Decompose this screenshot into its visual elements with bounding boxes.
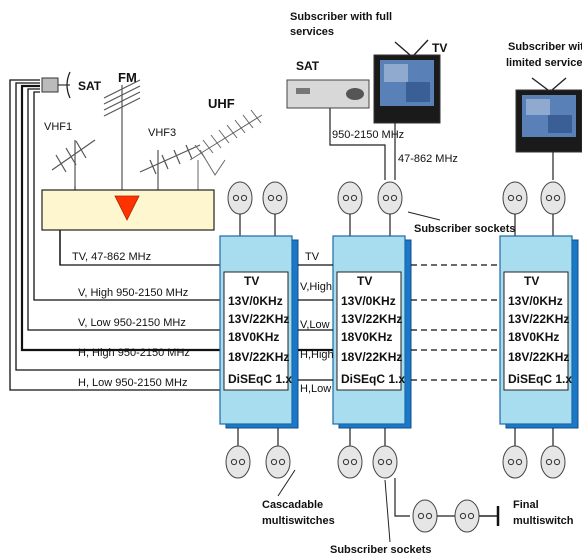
feed-label-vhigh: V, High 950-2150 MHz xyxy=(78,287,188,299)
switch-2-line-2: 13V/22KHz xyxy=(341,312,402,326)
cascadable-label-2: multiswitches xyxy=(262,515,335,527)
uhf-antenna-icon xyxy=(189,109,263,190)
switch-1-line-2: 13V/22KHz xyxy=(228,312,289,326)
uhf-label: UHF xyxy=(208,96,235,111)
sat-receiver-icon xyxy=(286,79,370,109)
tv-top-label: TV xyxy=(432,41,447,55)
socket-chain-1 xyxy=(412,499,438,533)
multiswitch-2: TV 13V/0KHz 13V/22KHz 18V0KHz 18V/22KHzDiSEq… xyxy=(332,235,412,429)
tv-limited-icon xyxy=(515,77,582,153)
fm-antenna-icon xyxy=(103,79,141,190)
pointer-cascadable xyxy=(277,469,296,497)
socket-top-1-2 xyxy=(262,181,288,215)
feed-label-hlow: H, Low 950-2150 MHz xyxy=(78,377,187,389)
final-label-2: multiswitch xyxy=(513,515,574,527)
switch-2-line-3: 18V0KHz xyxy=(341,330,392,344)
socket-top-2-1 xyxy=(337,181,363,215)
multiswitch-3: TV 13V/0KHz 13V/22KHz 18V0KHz 18V/22KHzDiSEq… xyxy=(499,235,579,429)
feed-lines xyxy=(9,79,220,391)
switch-2-line-4: 18V/22KHz xyxy=(341,350,402,364)
socket-bottom-3-1 xyxy=(502,445,528,479)
socket-bottom-3-2 xyxy=(540,445,566,479)
feed-label-tv: TV, 47-862 MHz xyxy=(72,251,151,263)
switch-2-line-1: 13V/0KHz xyxy=(341,294,396,308)
switch-1-line-1: 13V/0KHz xyxy=(228,294,283,308)
vhf3-label: VHF3 xyxy=(148,127,176,139)
socket-bottom-1-1 xyxy=(225,445,251,479)
switch-3-line-2: 13V/22KHz xyxy=(508,312,569,326)
subscriber-limited-label: Subscriber with xyxy=(508,41,582,53)
link-label-vlow: V,Low xyxy=(300,319,330,331)
subscriber-sockets-bottom-label: Subscriber sockets xyxy=(330,544,432,556)
socket-bottom-2-2 xyxy=(372,445,398,479)
multiswitches: TV 13V/0KHz 13V/22KHz 18V0KHz 18V/22KHzDiSEq… xyxy=(219,235,579,429)
vhf1-antenna-icon xyxy=(51,139,96,190)
freq-tv-label: 47-862 MHz xyxy=(398,153,458,165)
sat-lnb xyxy=(41,71,71,99)
socket-top-3-2 xyxy=(540,181,566,215)
subscriber-full-label-2: services xyxy=(290,26,334,38)
socket-top-2-2 xyxy=(377,181,403,215)
socket-top-3-1 xyxy=(502,181,528,215)
switch-1-line-3: 18V0KHz xyxy=(228,330,279,344)
final-label: Final xyxy=(513,499,539,511)
socket-top-1-1 xyxy=(227,181,253,215)
subscriber-full-label: Subscriber with full xyxy=(290,11,392,23)
link-labels: TV V,High V,Low H,High H,Low xyxy=(300,251,334,395)
link-label-tv: TV xyxy=(305,251,320,263)
socket-chain-2 xyxy=(454,499,480,533)
switch-links xyxy=(298,264,500,381)
switch-3-line-0: TV xyxy=(524,274,539,288)
link-label-hlow: H,Low xyxy=(300,383,331,395)
top-sockets xyxy=(227,181,566,236)
tv-full-icon xyxy=(373,39,441,124)
switch-3-line-3: 18V0KHz xyxy=(508,330,559,344)
feed-label-hhigh: H, High 950-2150 MHz xyxy=(78,347,190,359)
pointer-line xyxy=(407,211,441,221)
subscriber-sockets-right-label: Subscriber sockets xyxy=(414,223,516,235)
switch-2-line-5: DiSEqC 1.x xyxy=(341,372,405,386)
feed-line-labels: TV, 47-862 MHz V, High 950-2150 MHz V, L… xyxy=(72,251,190,389)
switch-3-line-1: 13V/0KHz xyxy=(508,294,563,308)
subscriber-cables xyxy=(329,108,554,180)
switch-1-line-5: DiSEqC 1.x xyxy=(228,372,292,386)
pointer-bottom-sockets xyxy=(384,479,391,543)
vhf3-antenna-icon xyxy=(139,144,201,190)
switch-2-line-0: TV xyxy=(357,274,372,288)
switch-3-line-5: DiSEqC 1.x xyxy=(508,372,572,386)
bottom-sockets xyxy=(225,428,566,533)
switch-1-line-4: 18V/22KHz xyxy=(228,350,289,364)
link-label-hhigh: H,High xyxy=(300,349,334,361)
receiver-sat-label: SAT xyxy=(296,59,320,73)
multiswitch-1: TV 13V/0KHz 13V/22KHz 18V0KHz 18V/22KHzDiSEq… xyxy=(219,235,299,429)
socket-bottom-1-2 xyxy=(265,445,291,479)
freq-sat-label: 950-2150 MHz xyxy=(332,129,404,141)
vhf1-label: VHF1 xyxy=(44,121,72,133)
fm-label: FM xyxy=(118,70,137,85)
switch-1-line-0: TV xyxy=(244,274,259,288)
link-label-vhigh: V,High xyxy=(300,281,332,293)
feed-label-vlow: V, Low 950-2150 MHz xyxy=(78,317,186,329)
socket-bottom-2-1 xyxy=(337,445,363,479)
cascadable-label: Cascadable xyxy=(262,499,323,511)
sat-antenna-label: SAT xyxy=(78,79,102,93)
switch-3-line-4: 18V/22KHz xyxy=(508,350,569,364)
amplifier-icon xyxy=(114,195,140,221)
subscriber-limited-label-2: limited services xyxy=(506,57,582,69)
